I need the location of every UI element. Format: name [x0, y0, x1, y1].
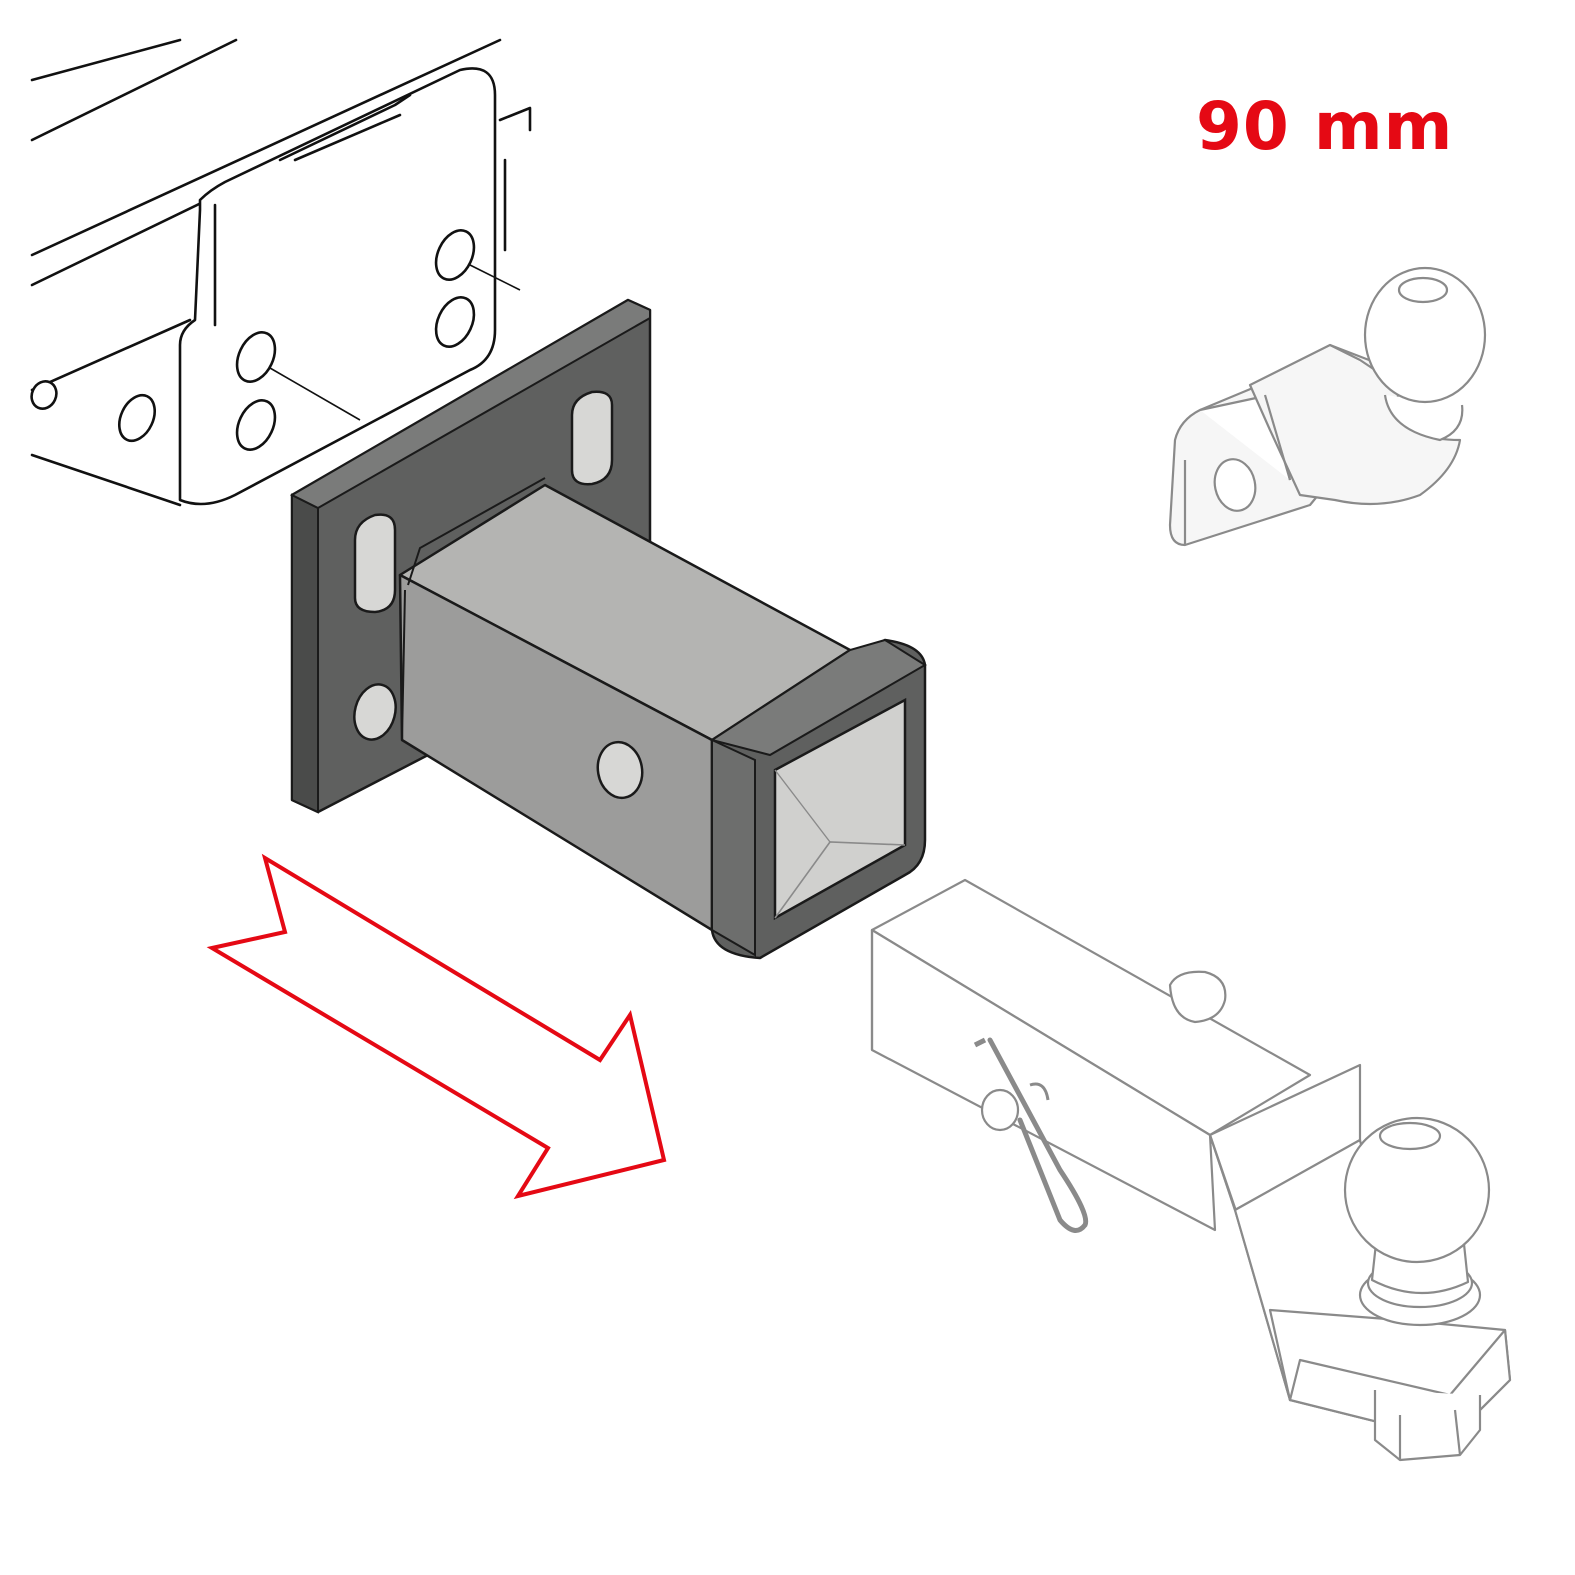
- dimension-label: 90 mm: [1196, 88, 1454, 165]
- tow-ball-icon: [1168, 266, 1487, 547]
- ball-mount: [870, 878, 1512, 1462]
- vehicle-frame: [30, 38, 532, 507]
- arrow-down-right-icon: [206, 853, 667, 1200]
- receiver-hitch: [289, 298, 927, 960]
